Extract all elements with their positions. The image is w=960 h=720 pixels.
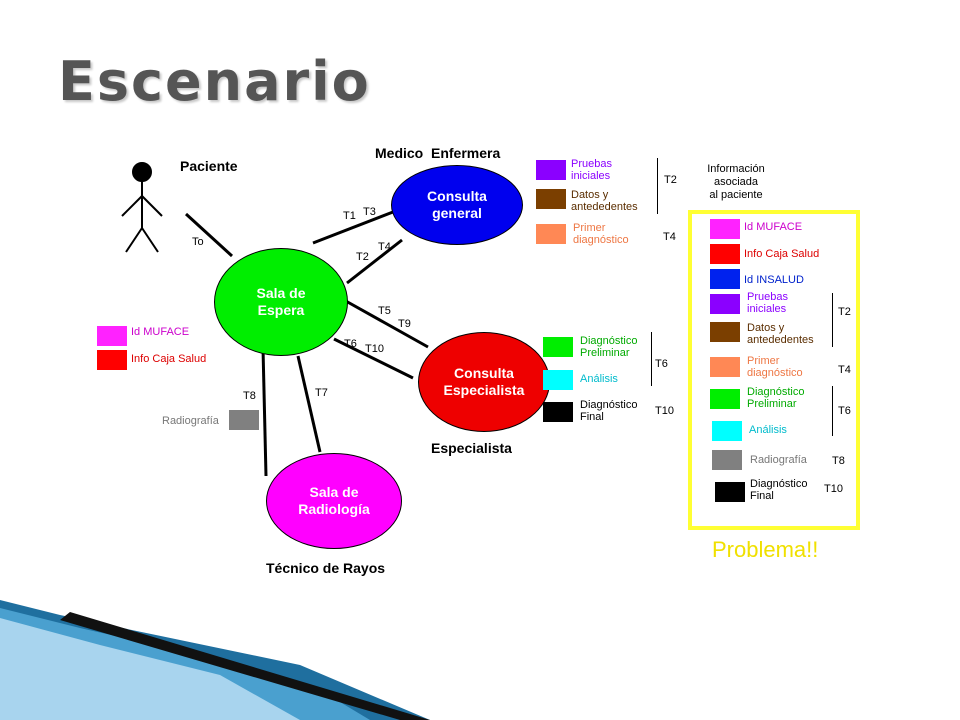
transition-label: T10 [655,405,674,417]
swatch-info-analisis [712,421,742,441]
swatch-info-caja [97,350,127,370]
transition-label: T6 [344,338,357,350]
transition-label: T2 [356,251,369,263]
bracket-line [832,386,833,436]
node-sala-espera: Sala de Espera [214,248,348,356]
label-info-pruebas: Pruebas iniciales [747,291,788,315]
role-medico-enfermera: Medico Enfermera [375,145,501,161]
swatch-info-primer [710,357,740,377]
bracket-line [832,293,833,347]
transition-label: T2 [838,306,851,318]
swatch-analisis [543,370,573,390]
transition-label: T4 [378,241,391,253]
label-info-radiografia: Radiografía [750,454,807,466]
swatch-info-caja-salud [710,244,740,264]
node-consulta-especialista: Consulta Especialista [418,332,550,432]
link-t5 [343,298,429,349]
label-info-diag-preliminar: Diagnóstico Preliminar [747,386,805,410]
transition-label: T10 [824,483,843,495]
node-sala-radiologia: Sala de Radiología [266,453,402,549]
label-info-id-insalud: Id INSALUD [744,274,804,286]
swatch-info-id-muface [710,219,740,239]
transition-label: To [192,236,204,248]
swatch-info-diag-preliminar [710,389,740,409]
swatch-info-id-insalud [710,269,740,289]
transition-label: T7 [315,387,328,399]
role-especialista: Especialista [431,440,512,456]
bracket-line [657,158,658,214]
swatch-diagnostico-final [543,402,573,422]
transition-label: T3 [363,206,376,218]
link-t1 [312,210,394,245]
label-analisis: Análisis [580,373,618,385]
label-datos-antecedentes: Datos y antededentes [571,189,638,213]
transition-label: T1 [343,210,356,222]
label-id-muface: Id MUFACE [131,326,190,338]
swatch-info-datos [710,322,740,342]
link-to [184,212,234,258]
label-pruebas-iniciales: Pruebas iniciales [571,158,612,182]
swatch-info-pruebas [710,294,740,314]
node-consulta-general: Consulta general [391,165,523,245]
page-title: Escenario [58,50,371,113]
swatch-id-muface [97,326,127,346]
patient-figure [121,162,163,253]
label-primer-diagnostico: Primer diagnóstico [573,222,629,246]
transition-label: T6 [838,405,851,417]
info-title: Información asociada al paciente [707,163,765,201]
link-t8 [261,347,268,477]
transition-label: T8 [832,455,845,467]
role-tecnico: Técnico de Rayos [266,560,386,576]
transition-label: T8 [243,390,256,402]
label-info-diag-final: Diagnóstico Final [750,478,808,502]
swatch-radiografia [229,410,259,430]
link-t7 [296,355,322,453]
label-info-caja: Info Caja Salud [131,353,207,365]
label-info-id-muface: Id MUFACE [744,221,803,233]
label-info-caja-salud: Info Caja Salud [744,248,820,260]
label-info-analisis: Análisis [749,424,787,436]
transition-label: T9 [398,318,411,330]
swatch-pruebas-iniciales [536,160,566,180]
swatch-info-radiografia [712,450,742,470]
transition-label: T10 [365,343,384,355]
problem-highlight-box [688,210,860,530]
decorative-swoosh [0,600,430,720]
label-info-primer: Primer diagnóstico [747,355,803,379]
label-diagnostico-preliminar: Diagnóstico Preliminar [580,335,638,359]
swatch-info-diag-final [715,482,745,502]
swatch-datos-antecedentes [536,189,566,209]
label-diagnostico-final: Diagnóstico Final [580,399,638,423]
transition-label: T6 [655,358,668,370]
bracket-line [651,332,652,386]
link-t6 [333,337,414,380]
swatch-primer-diagnostico [536,224,566,244]
link-t2 [346,238,403,285]
transition-label: T4 [663,231,676,243]
label-info-datos: Datos y antededentes [747,322,814,346]
transition-label: T4 [838,364,851,376]
transition-label: T2 [664,174,677,186]
transition-label: T5 [378,305,391,317]
problem-label: Problema!! [712,537,819,562]
label-radiografia: Radiografía [162,415,219,427]
swatch-diagnostico-preliminar [543,337,573,357]
role-paciente: Paciente [180,158,238,174]
